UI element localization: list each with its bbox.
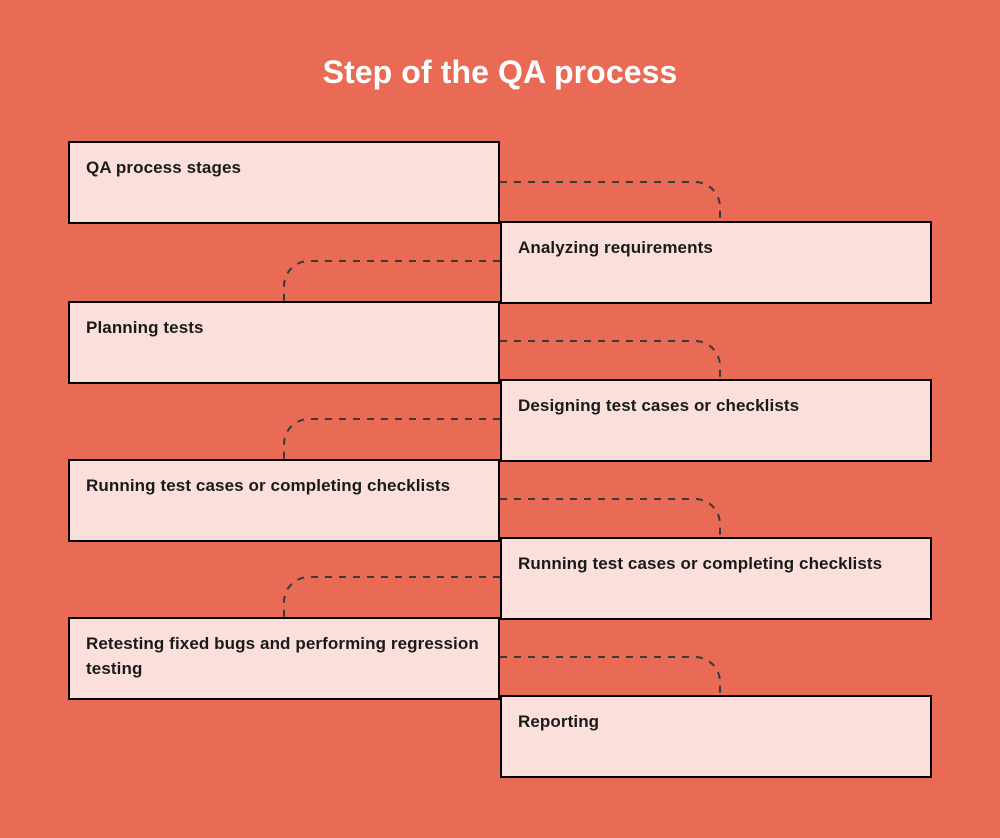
flow-node-label: Designing test cases or checklists bbox=[518, 396, 800, 415]
flow-node-label: Reporting bbox=[518, 712, 600, 731]
flow-node-label: Running test cases or completing checkli… bbox=[86, 476, 451, 495]
flow-node-running-test-cases-right[interactable]: Running test cases or completing checkli… bbox=[500, 537, 932, 620]
flow-node-reporting[interactable]: Reporting bbox=[500, 695, 932, 778]
flow-node-label: Running test cases or completing checkli… bbox=[518, 554, 883, 573]
connector-5 bbox=[500, 498, 721, 537]
flow-node-running-test-cases-left[interactable]: Running test cases or completing checkli… bbox=[68, 459, 500, 542]
flow-node-label: Analyzing requirements bbox=[518, 238, 713, 257]
flow-node-label: QA process stages bbox=[86, 158, 242, 177]
flow-node-designing-test-cases[interactable]: Designing test cases or checklists bbox=[500, 379, 932, 462]
flow-node-label: Retesting fixed bugs and performing regr… bbox=[86, 634, 479, 678]
connector-4 bbox=[283, 418, 500, 459]
page-title: Step of the QA process bbox=[322, 54, 678, 90]
connector-1 bbox=[500, 181, 721, 221]
flow-node-planning-tests[interactable]: Planning tests bbox=[68, 301, 500, 384]
flow-node-retesting-fixed-bugs[interactable]: Retesting fixed bugs and performing regr… bbox=[68, 617, 500, 700]
connector-2 bbox=[283, 260, 500, 301]
connector-3 bbox=[500, 340, 721, 379]
flow-node-qa-process-stages[interactable]: QA process stages bbox=[68, 141, 500, 224]
connector-7 bbox=[500, 656, 721, 695]
flow-node-analyzing-requirements[interactable]: Analyzing requirements bbox=[500, 221, 932, 304]
connector-6 bbox=[283, 576, 500, 617]
flow-node-label: Planning tests bbox=[86, 318, 204, 337]
